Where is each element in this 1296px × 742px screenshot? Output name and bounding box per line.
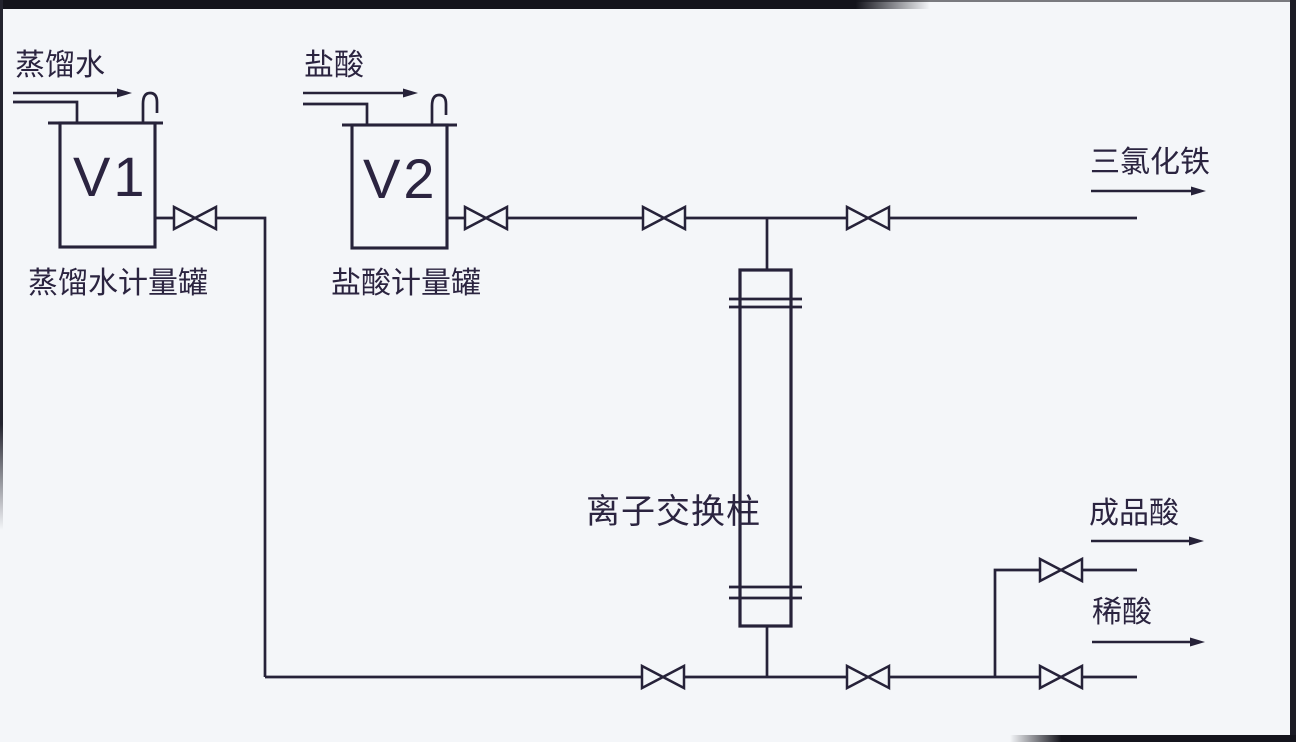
valve-icon-v2-outlet — [463, 204, 509, 232]
column-shell — [738, 268, 793, 628]
v2-vent-hook-icon — [430, 93, 448, 125]
valve-icon-bottom-header-1 — [640, 663, 686, 691]
dilute-acid-arrow-icon — [1092, 637, 1205, 647]
valve-icon-dilute-acid — [1038, 663, 1084, 691]
valve-icon-top-header-1 — [641, 204, 687, 232]
product-acid-riser-pipe — [993, 568, 1040, 677]
v1-downcomer-pipe — [216, 216, 267, 677]
v2-inlet-pipe — [303, 102, 369, 126]
valve-icon-bottom-header-2 — [845, 663, 891, 691]
tank-v2-id-label: V2 — [363, 147, 438, 210]
dilute-acid-label: 稀酸 — [1092, 596, 1152, 629]
tank-v1-id-label: V1 — [73, 145, 148, 208]
v2-tank-body — [350, 123, 449, 250]
product-acid-label: 成品酸 — [1089, 497, 1179, 530]
ion-exchange-column — [729, 268, 802, 628]
tank-v1 — [13, 91, 163, 249]
hydrochloric-acid-label: 盐酸 — [304, 49, 364, 82]
tank-v2-caption: 盐酸计量罐 — [331, 267, 481, 300]
distilled-water-inlet-arrow-icon — [13, 88, 132, 98]
hydrochloric-acid-inlet-arrow-icon — [303, 88, 418, 98]
tank-v2 — [303, 93, 457, 250]
valve-icon-top-header-2 — [845, 204, 891, 232]
valve-icon-product-acid — [1038, 556, 1084, 584]
v1-tank-body — [58, 121, 157, 249]
valve-icon-v1-outlet — [172, 204, 218, 232]
distilled-water-label: 蒸馏水 — [15, 49, 105, 82]
v1-vent-hook-icon — [141, 91, 159, 123]
ferric-chloride-label: 三氯化铁 — [1090, 146, 1210, 179]
product-acid-arrow-icon — [1091, 536, 1204, 546]
v1-inlet-pipe — [13, 100, 79, 124]
ferric-chloride-arrow-icon — [1091, 186, 1206, 196]
tank-v1-caption: 蒸馏水计量罐 — [28, 267, 208, 300]
ion-exchange-column-label: 离子交换柱 — [586, 493, 761, 531]
